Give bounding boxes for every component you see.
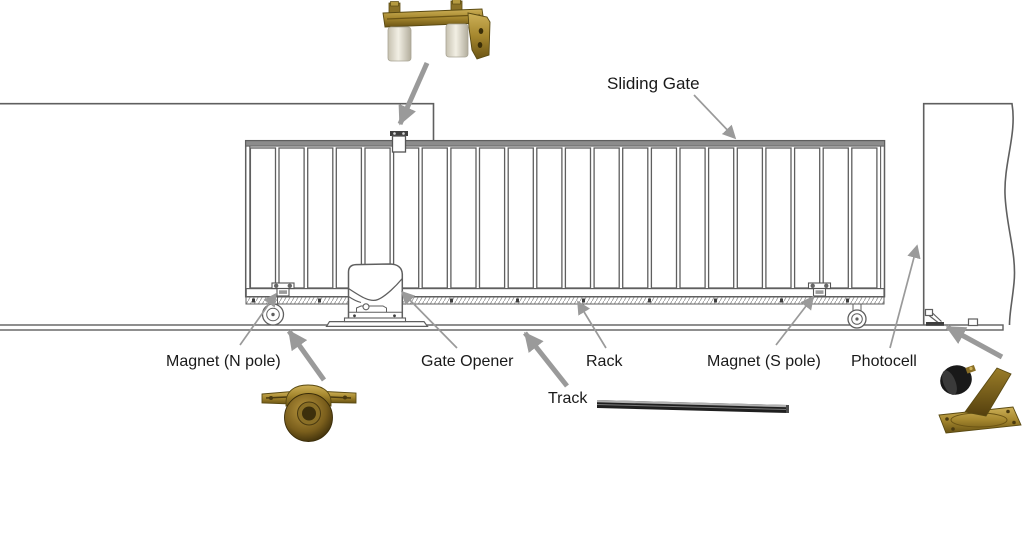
rack-strip [245,296,885,305]
magnet-s-bracket [807,282,832,297]
right-post [922,102,1016,326]
gate-opener-label: Gate Opener [421,353,514,370]
roller-bracket-photo-arrow [397,61,430,126]
sliding-gate [244,139,886,298]
magnet-n-pole-label: Magnet (N pole) [166,353,281,370]
post-base-box [967,318,979,327]
magnet-n-arrow [239,292,277,346]
photocell-symbol [924,308,944,326]
photo-arrows [286,61,1004,388]
rack-arrow [577,300,607,349]
magnet-n-bracket [271,282,295,297]
guide-bracket-on-gate [390,131,408,153]
gate-wheel-right [847,304,867,329]
track-photo-arrow [523,331,569,388]
left-wall [0,102,435,142]
guide-roller-bracket-photo [382,0,491,62]
carriage-wheel-photo [261,384,357,442]
sliding-gate-label: Sliding Gate [607,74,700,93]
gate-panels [249,147,878,289]
ground-track-line [0,324,1004,331]
wheel-photo-arrow [286,329,327,382]
sliding-gate-arrow [693,94,737,140]
gate-opener-motor [325,263,429,327]
photocell-photo [938,364,1022,434]
photocell-arrow [889,244,921,349]
gate-opener-arrow [400,290,458,349]
magnet-s-arrow [775,295,815,346]
label-arrows [239,94,921,349]
magnet-s-pole-label: Magnet (S pole) [707,353,821,370]
photocell-photo-arrow [945,324,1004,360]
track-label: Track [548,390,588,407]
photocell-label: Photocell [851,353,917,370]
track-rail-photo [597,400,789,413]
rack-label: Rack [586,353,623,370]
